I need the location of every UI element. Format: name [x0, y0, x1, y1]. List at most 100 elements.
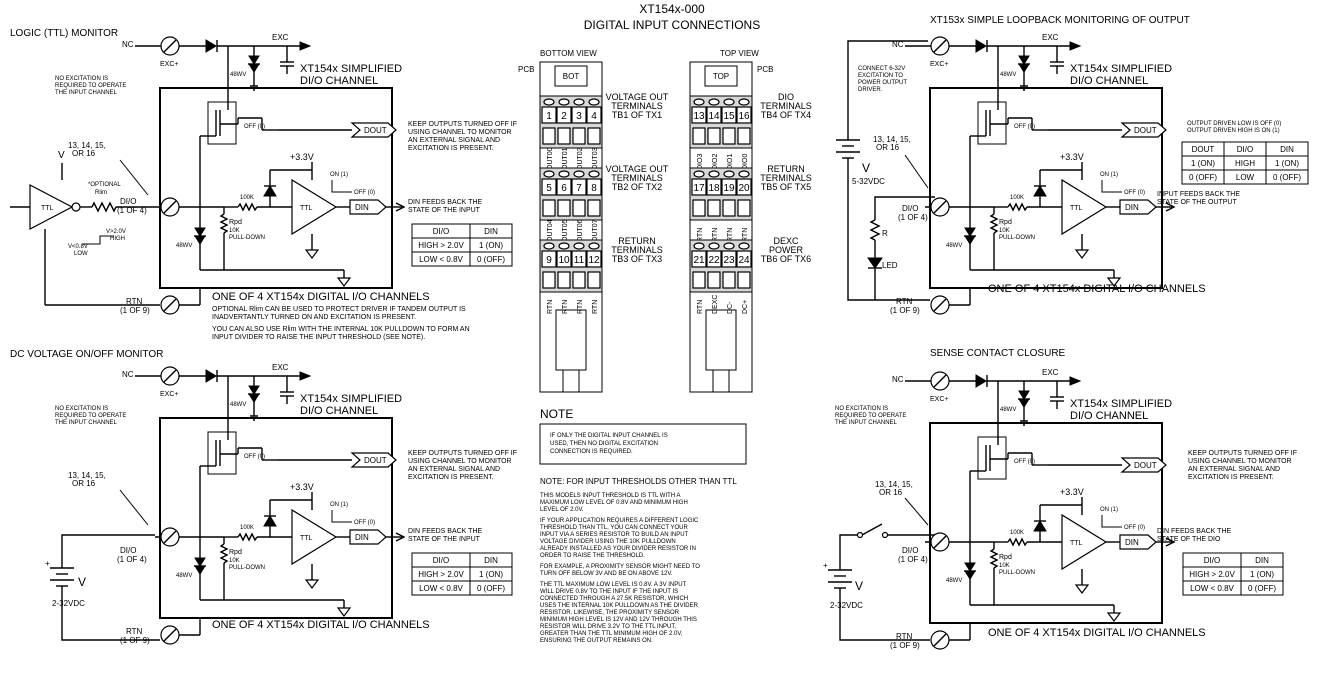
v33-label: +3.3V [290, 152, 314, 162]
v33-label: +3.3V [1060, 152, 1084, 162]
simplified-title-2: DI/O CHANNEL [1070, 410, 1148, 422]
table-header: DI/O [1204, 556, 1220, 565]
terminal-block-title: VOLTAGE OUT [606, 92, 669, 102]
dout-label: DOUT [364, 126, 387, 135]
terminal-screw-icon [558, 170, 570, 178]
terminal-pin-label: DC+ [742, 300, 749, 314]
terminal-number: 7 [576, 183, 582, 194]
terminal-clamp [737, 271, 751, 289]
terminal-clamp [557, 127, 571, 145]
terminal-number: 24 [738, 255, 750, 266]
exc-arrow-icon [299, 371, 312, 381]
terminal-block-sub: TERMINALS [611, 245, 663, 255]
table-value: HIGH > 2.0V [418, 241, 464, 250]
terminal-number-cell [541, 106, 557, 124]
pulldown-resistor-icon [989, 548, 999, 569]
rlim-note: OPTIONAL Rlim CAN BE USED TO PROTECT DRI… [212, 306, 466, 321]
dout-connector [350, 452, 397, 468]
terminal-number-cell [571, 106, 587, 124]
led-icon [867, 257, 883, 269]
din-connector [1119, 199, 1157, 215]
table-value: 0 (OFF) [1189, 173, 1217, 182]
zener-label: 48WV [1000, 407, 1016, 413]
terminal-number: 14 [708, 111, 720, 122]
ground-icon [336, 607, 352, 617]
terminal-block-id: TB3 OF TX3 [612, 254, 662, 264]
exc-plus-label: EXC+ [160, 61, 178, 68]
channel-box [929, 422, 1163, 624]
rpd-label: Rpd [999, 554, 1012, 561]
section-heading: DC VOLTAGE ON/OFF MONITOR [10, 349, 163, 360]
simplified-title-2: DI/O CHANNEL [1070, 75, 1148, 87]
terminal-pin-label: OUT04 [547, 219, 554, 242]
note-line: ENSURING THE OUTPUT REMAINS ON. [540, 638, 653, 644]
nc-label: NC [892, 375, 904, 384]
terminal-number: 13 [693, 111, 705, 122]
v33-label: +3.3V [290, 482, 314, 492]
ttl-label: TTL [1070, 540, 1083, 547]
diode-icon [975, 39, 987, 53]
off-label: OFF (0) [244, 454, 265, 460]
on-label: ON (1) [1100, 172, 1118, 178]
terminal-screw-icon [588, 170, 600, 178]
terminal-number-cell [691, 250, 707, 268]
terminal-clamp [542, 199, 556, 217]
source-range-label: 5-32VDC [852, 177, 885, 186]
dout-label: DOUT [364, 456, 387, 465]
rtn-label: RTN [896, 297, 913, 306]
note-line: VOLTAGE DIVIDER USING THE 10K PULLDOWN [540, 539, 676, 545]
dio-label: DI/O(1 OF 4) [898, 204, 928, 222]
terminal-clamp [707, 127, 721, 145]
terminal-number: 1 [546, 111, 552, 122]
on-label: ON (1) [1100, 507, 1118, 513]
nc-label: NC [122, 370, 134, 379]
terminal-screw-icon [543, 242, 555, 250]
output-state-note: OUTPUT DRIVEN LOW IS OFF (0)OUTPUT DRIVE… [1187, 121, 1281, 134]
voltage-label: V [58, 150, 65, 161]
threshold-note-body: THIS MODELS INPUT THRESHOLD IS TTL WITH … [540, 493, 700, 644]
din-label: DIN [1125, 203, 1139, 212]
logic-level-waveform [82, 235, 114, 245]
terminal-pin-label: RTN [742, 228, 749, 242]
source-v-label: V [855, 579, 863, 593]
source-range-label: 2-32VDC [830, 601, 863, 610]
divider-note: YOU CAN ALSO USE Rlim WITH THE INTERNAL … [212, 326, 470, 341]
dout-connector [1120, 457, 1167, 473]
on-label: ON (1) [330, 502, 348, 508]
terminal-pin-label: OUT00 [547, 147, 554, 170]
section-dc-voltage-monitor: DC VOLTAGE ON/OFF MONITOR NO EXCITATION … [10, 349, 482, 641]
note-line: INPUT VIA A SERIES RESISTOR TO BUILD AN … [540, 532, 689, 538]
table-value: LOW [1236, 173, 1255, 182]
note-line: RESISTOR WILL DRIVE 3.2V TO THE TTL INPU… [540, 624, 676, 630]
ttl-label: TTL [300, 205, 313, 212]
simplified-title-2: DI/O CHANNEL [300, 75, 378, 87]
note-title: NOTE [540, 407, 573, 421]
terminal-block-sub: TERMINALS [611, 173, 663, 183]
terminal-block-title: RETURN [767, 164, 805, 174]
clamp-diode-icon [263, 185, 277, 197]
ground-icon [1106, 277, 1122, 287]
terminal-number: 4 [591, 111, 597, 122]
terminal-pin-label: OUT06 [577, 219, 584, 242]
terminal-block-title: DEXC [773, 236, 799, 246]
din-connector [349, 529, 387, 545]
terminal-number: 6 [561, 183, 567, 194]
dio-label: DI/O(1 OF 4) [117, 546, 147, 564]
terminal-clamp [572, 271, 586, 289]
ground-icon [1074, 584, 1090, 594]
pulldown-resistor-icon [989, 213, 999, 234]
terminal-clamp [737, 127, 751, 145]
terminal-block-id: TB6 OF TX6 [761, 254, 811, 264]
section-heading: SENSE CONTACT CLOSURE [930, 348, 1066, 359]
led-label: LED [882, 261, 898, 270]
footer-label: ONE OF 4 XT154x DIGITAL I/O CHANNELS [988, 283, 1206, 295]
